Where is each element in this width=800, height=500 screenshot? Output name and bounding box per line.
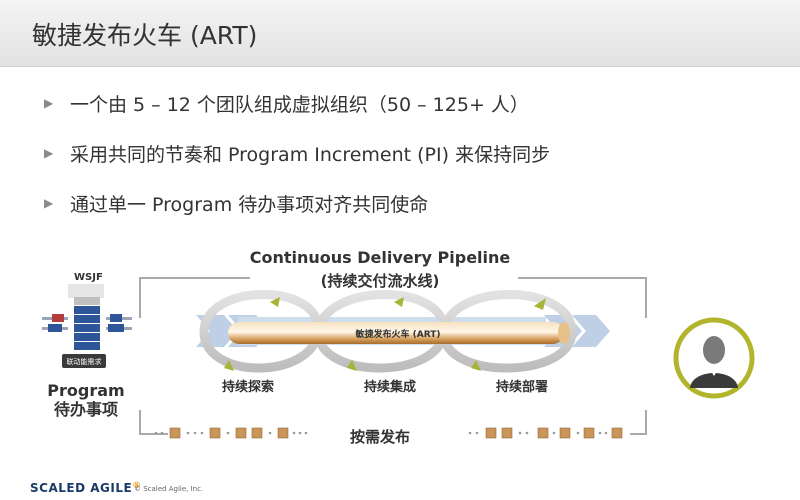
- kanban-label: 联动能需求: [67, 357, 102, 366]
- customer-avatar-icon: [673, 317, 755, 399]
- logo-text: SCALED AGILE: [30, 481, 133, 495]
- program-label-line2: 待办事项: [53, 400, 118, 419]
- bullet-arrow-icon: ▶: [44, 196, 54, 210]
- loop-arrow-icon: [224, 297, 546, 371]
- copyright-text: © Scaled Agile, Inc.: [134, 485, 204, 493]
- bullet-text: 通过单一 Program 待办事项对齐共同使命: [70, 194, 429, 216]
- bullet-arrow-icon: ▶: [44, 96, 54, 110]
- logo-mark: ®: [132, 481, 142, 491]
- stage-exploration: 持续探索: [222, 380, 275, 395]
- program-backlog-label: Program 待办事项: [38, 381, 134, 419]
- stage-integration: 持续集成: [364, 380, 417, 395]
- pipeline-subtitle: (持续交付流水线): [320, 272, 440, 290]
- frame-bottom: [139, 410, 647, 435]
- page-title: 敏捷发布火车 (ART): [32, 21, 258, 50]
- program-label-line1: Program: [47, 381, 125, 400]
- wsjf-label: WSJF: [74, 272, 103, 283]
- bullet-text: 一个由 5 – 12 个团队组成虚拟组织（50 – 125+ 人）: [70, 94, 529, 116]
- delivery-box-icon: [169, 427, 623, 439]
- art-pipe: [228, 322, 570, 344]
- release-on-demand: 按需发布: [350, 428, 411, 446]
- pipeline-diagram: Continuous Delivery Pipeline (持续交付流水线): [0, 240, 800, 500]
- bullet-text: 采用共同的节奏和 Program Increment (PI) 来保持同步: [70, 144, 551, 166]
- wsjf-backlog-icon: [42, 284, 132, 368]
- frame-top: [139, 277, 647, 318]
- pipeline-graphic: 敏捷发布火车 (ART) 联动能需求: [42, 277, 755, 439]
- dot-connectors: [154, 431, 608, 435]
- bullet-arrow-icon: ▶: [44, 146, 54, 160]
- stage-deployment: 持续部署: [496, 380, 549, 395]
- train-label: 敏捷发布火车 (ART): [355, 328, 441, 340]
- title-bar: 敏捷发布火车 (ART): [0, 0, 800, 67]
- pipeline-title: Continuous Delivery Pipeline: [249, 248, 511, 267]
- scaled-agile-logo: SCALED AGILE®: [30, 481, 142, 495]
